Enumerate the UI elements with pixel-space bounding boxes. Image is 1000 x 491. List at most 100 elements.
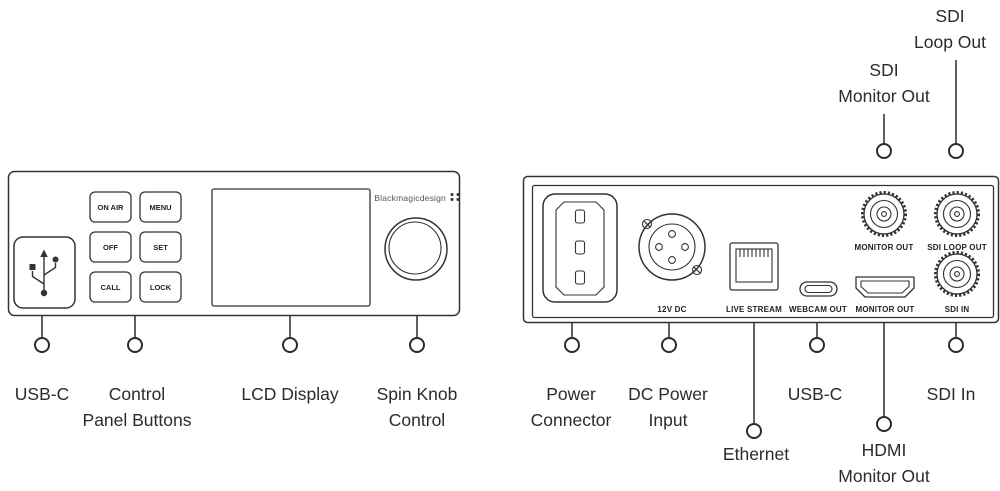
leader-sdi-monitor-out — [876, 114, 892, 159]
brand-logo-text: Blackmagicdesign — [374, 193, 446, 203]
power-connector-port — [542, 193, 618, 303]
leader-power-connector — [564, 323, 580, 353]
callout-text: DC Power — [628, 384, 708, 404]
callout-text: Spin Knob — [376, 384, 458, 404]
callout-text: USB-C — [14, 384, 70, 404]
button-menu-label: MENU — [149, 203, 171, 212]
callout-text: Connector — [530, 410, 612, 430]
button-off: OFF — [89, 231, 132, 263]
callout-text: LCD Display — [241, 384, 339, 404]
callout-text: Control — [108, 384, 166, 404]
callout-label-power-connector: Power Connector — [471, 381, 671, 433]
callout-text: USB-C — [787, 384, 843, 404]
usb-c-port-rear: WEBCAM OUT — [789, 281, 847, 314]
vent-dot — [450, 198, 454, 201]
callout-label-sdi-loop-out: SDI Loop Out — [850, 3, 1000, 55]
button-menu: MENU — [139, 191, 182, 223]
callout-label-ethernet: Ethernet — [656, 441, 856, 467]
button-set: SET — [139, 231, 182, 263]
callout-label-dc-power-input: DC Power Input — [568, 381, 768, 433]
screw-icon — [641, 218, 653, 230]
leader-hdmi — [876, 323, 892, 432]
callout-text: SDI — [935, 6, 965, 26]
button-on-air-label: ON AIR — [98, 203, 125, 212]
callout-marker — [564, 337, 580, 353]
sdi-monitor-out-bnc: MONITOR OUT — [855, 191, 914, 252]
button-call: CALL — [89, 271, 132, 303]
callout-leaders — [34, 60, 964, 439]
usb-c-port-front — [13, 236, 76, 309]
port-label-sdi-loop-out: SDI LOOP OUT — [927, 243, 987, 252]
brand-logo: Blackmagicdesign — [374, 193, 460, 203]
callout-marker — [746, 423, 762, 439]
button-lock: LOCK — [139, 271, 182, 303]
callout-label-lcd: LCD Display — [190, 381, 390, 407]
spin-knob — [384, 217, 448, 281]
button-lock-label: LOCK — [150, 283, 172, 292]
front-panel-device: ON AIR MENU OFF SET CALL — [7, 170, 461, 317]
callout-marker — [34, 337, 50, 353]
callout-text: Ethernet — [722, 444, 790, 464]
lcd-screen — [211, 188, 371, 307]
leader-dc-power — [661, 323, 677, 353]
port-label-live-stream: LIVE STREAM — [726, 305, 782, 314]
callout-label-spin-knob: Spin Knob Control — [317, 381, 517, 433]
sdi-in-bnc: SDI IN — [934, 251, 980, 314]
callout-marker — [948, 337, 964, 353]
dc-power-xlr-port: 12V DC — [638, 213, 706, 314]
callout-label-sdi-monitor-out: SDI Monitor Out — [784, 57, 984, 109]
callout-label-control-buttons: Control Panel Buttons — [37, 381, 237, 433]
callout-text: Panel Buttons — [82, 410, 192, 430]
leader-usb-c-front — [34, 316, 50, 353]
leader-sdi-loop-out — [948, 60, 964, 159]
callout-text: Monitor Out — [838, 86, 930, 106]
callout-marker — [809, 337, 825, 353]
leader-usb-c-rear — [809, 323, 825, 353]
callout-label-hdmi-monitor-out: HDMI Monitor Out — [784, 437, 984, 489]
port-label-hdmi-monitor-out: MONITOR OUT — [856, 305, 915, 314]
button-call-label: CALL — [101, 283, 121, 292]
callout-marker — [409, 337, 425, 353]
callout-text: Loop Out — [914, 32, 986, 52]
usb-icon — [29, 249, 59, 297]
callout-label-sdi-in: SDI In — [851, 381, 1000, 407]
screw-icon — [691, 264, 703, 276]
leader-lcd — [282, 316, 298, 353]
port-label-sdi-monitor-out: MONITOR OUT — [855, 243, 914, 252]
callout-text: Monitor Out — [838, 466, 930, 486]
callout-marker — [282, 337, 298, 353]
leader-ethernet — [746, 323, 762, 439]
leader-control-buttons — [127, 316, 143, 353]
vent-dot — [456, 198, 460, 201]
rear-panel-device: 12V DC LIVE STREAM — [522, 175, 1000, 324]
button-set-label: SET — [153, 243, 168, 252]
callout-marker — [876, 143, 892, 159]
button-on-air: ON AIR — [89, 191, 132, 223]
vent-dot — [450, 193, 454, 196]
callout-label-usb-c-rear: USB-C — [715, 381, 915, 407]
port-label-webcam-out: WEBCAM OUT — [789, 305, 847, 314]
button-off-label: OFF — [103, 243, 118, 252]
callout-marker — [876, 416, 892, 432]
control-panel-buttons-group: ON AIR MENU OFF SET CALL — [89, 191, 182, 303]
port-label-12v-dc: 12V DC — [657, 305, 686, 314]
callout-text: HDMI — [861, 440, 907, 460]
callout-text: Power — [546, 384, 596, 404]
leader-spin-knob — [409, 316, 425, 353]
callout-text: SDI — [869, 60, 899, 80]
port-label-sdi-in: SDI IN — [945, 305, 970, 314]
callout-marker — [948, 143, 964, 159]
leader-sdi-in — [948, 323, 964, 353]
vent-dot — [456, 193, 460, 196]
callout-label-usb-c-front: USB-C — [0, 381, 142, 407]
rj45-pins — [739, 249, 769, 257]
hdmi-port: MONITOR OUT — [855, 276, 915, 314]
callout-text: Input — [648, 410, 688, 430]
sdi-loop-out-bnc: SDI LOOP OUT — [927, 191, 987, 252]
callout-text: Control — [388, 410, 446, 430]
ethernet-port: LIVE STREAM — [726, 242, 782, 314]
callout-text: SDI In — [926, 384, 976, 404]
callout-marker — [661, 337, 677, 353]
